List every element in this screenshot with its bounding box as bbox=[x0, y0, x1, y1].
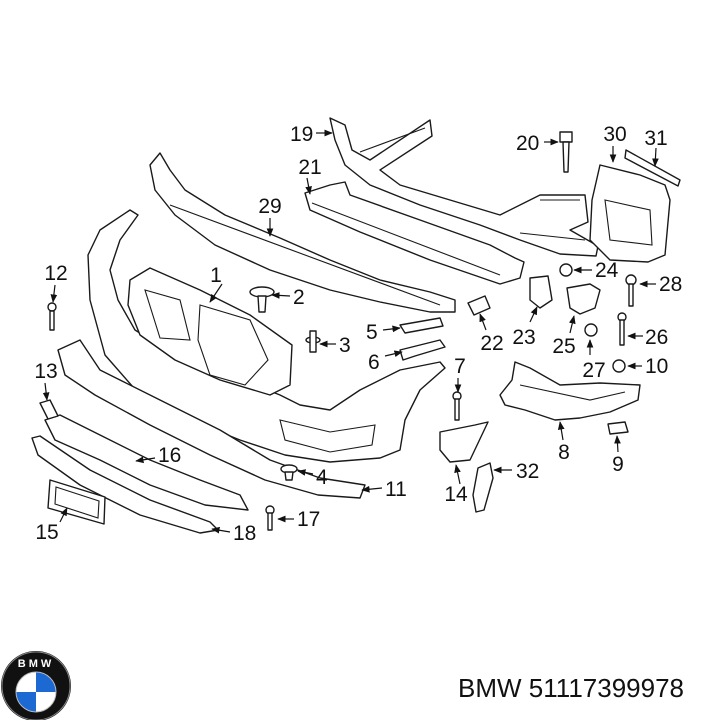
part-12-screw bbox=[47, 302, 57, 331]
part-14-holder bbox=[439, 421, 489, 463]
callout-27: 27 bbox=[582, 359, 605, 382]
part-10-nut bbox=[612, 359, 626, 373]
callout-3: 3 bbox=[339, 334, 351, 357]
part-number-caption: BMW 51117399978 bbox=[458, 673, 684, 703]
callout-7: 7 bbox=[454, 355, 466, 378]
part-20-bolt bbox=[559, 131, 573, 173]
part-28-bolt bbox=[625, 274, 637, 307]
leader-lines bbox=[42, 129, 659, 534]
callout-2: 2 bbox=[293, 286, 305, 309]
part-8-guide-bracket bbox=[499, 361, 641, 421]
callout-19: 19 bbox=[290, 123, 313, 146]
part-22-clip bbox=[467, 295, 491, 316]
callout-6: 6 bbox=[368, 351, 380, 374]
part-31-strip bbox=[624, 149, 681, 187]
part-7-bolt bbox=[452, 391, 462, 421]
callout-5: 5 bbox=[366, 321, 378, 344]
callout-4: 4 bbox=[316, 466, 328, 489]
callout-14: 14 bbox=[444, 483, 468, 506]
part-24-nut bbox=[559, 263, 573, 277]
part-21-bumper-beam bbox=[304, 181, 525, 285]
part-6-bracket bbox=[399, 339, 446, 361]
callout-1: 1 bbox=[210, 264, 222, 287]
callout-31: 31 bbox=[644, 127, 667, 150]
callout-labels: 1 2 3 4 5 6 7 8 9 10 11 12 13 14 15 16 1… bbox=[34, 123, 682, 545]
bmw-roundel-logo: BMW bbox=[1, 651, 71, 720]
part-5-clip bbox=[399, 317, 444, 334]
callout-30: 30 bbox=[603, 123, 626, 146]
callout-8: 8 bbox=[558, 441, 570, 464]
callout-23: 23 bbox=[512, 326, 535, 349]
callout-25: 25 bbox=[552, 335, 575, 358]
callout-18: 18 bbox=[233, 522, 256, 545]
part-19-support-bracket bbox=[329, 117, 599, 257]
callout-29: 29 bbox=[258, 195, 281, 218]
part-25-bracket bbox=[566, 283, 601, 315]
callout-26: 26 bbox=[645, 326, 668, 349]
part-13-clip bbox=[39, 399, 59, 420]
part-15-license-bracket bbox=[47, 479, 106, 525]
callout-32: 32 bbox=[516, 460, 539, 483]
callout-13: 13 bbox=[34, 360, 57, 383]
callout-15: 15 bbox=[35, 521, 58, 544]
part-4-nut bbox=[280, 464, 298, 481]
callout-11: 11 bbox=[385, 478, 407, 501]
callout-17: 17 bbox=[297, 508, 320, 531]
part-17-screw bbox=[265, 505, 275, 531]
part-29-upper-trim bbox=[149, 152, 456, 313]
callout-22: 22 bbox=[480, 332, 503, 355]
part-9-clip bbox=[607, 421, 629, 435]
part-30-mount-bracket bbox=[589, 164, 671, 263]
callout-20: 20 bbox=[516, 132, 539, 155]
callout-16: 16 bbox=[158, 444, 181, 467]
callout-24: 24 bbox=[595, 259, 619, 282]
part-16-lower-grille bbox=[44, 414, 249, 511]
callout-12: 12 bbox=[44, 262, 67, 285]
callout-9: 9 bbox=[612, 453, 624, 476]
part-2-expanding-rivet bbox=[249, 286, 275, 313]
part-23-bracket bbox=[529, 275, 553, 309]
bumper-cover bbox=[87, 209, 446, 463]
part-3-rivet bbox=[305, 330, 321, 353]
callout-28: 28 bbox=[659, 273, 682, 296]
svg-text:BMW: BMW bbox=[18, 658, 55, 670]
callout-21: 21 bbox=[298, 156, 321, 179]
part-32-reflector bbox=[472, 462, 494, 513]
callout-10: 10 bbox=[645, 355, 668, 378]
part-26-bolt bbox=[617, 312, 627, 346]
part-27-nut bbox=[584, 323, 598, 337]
